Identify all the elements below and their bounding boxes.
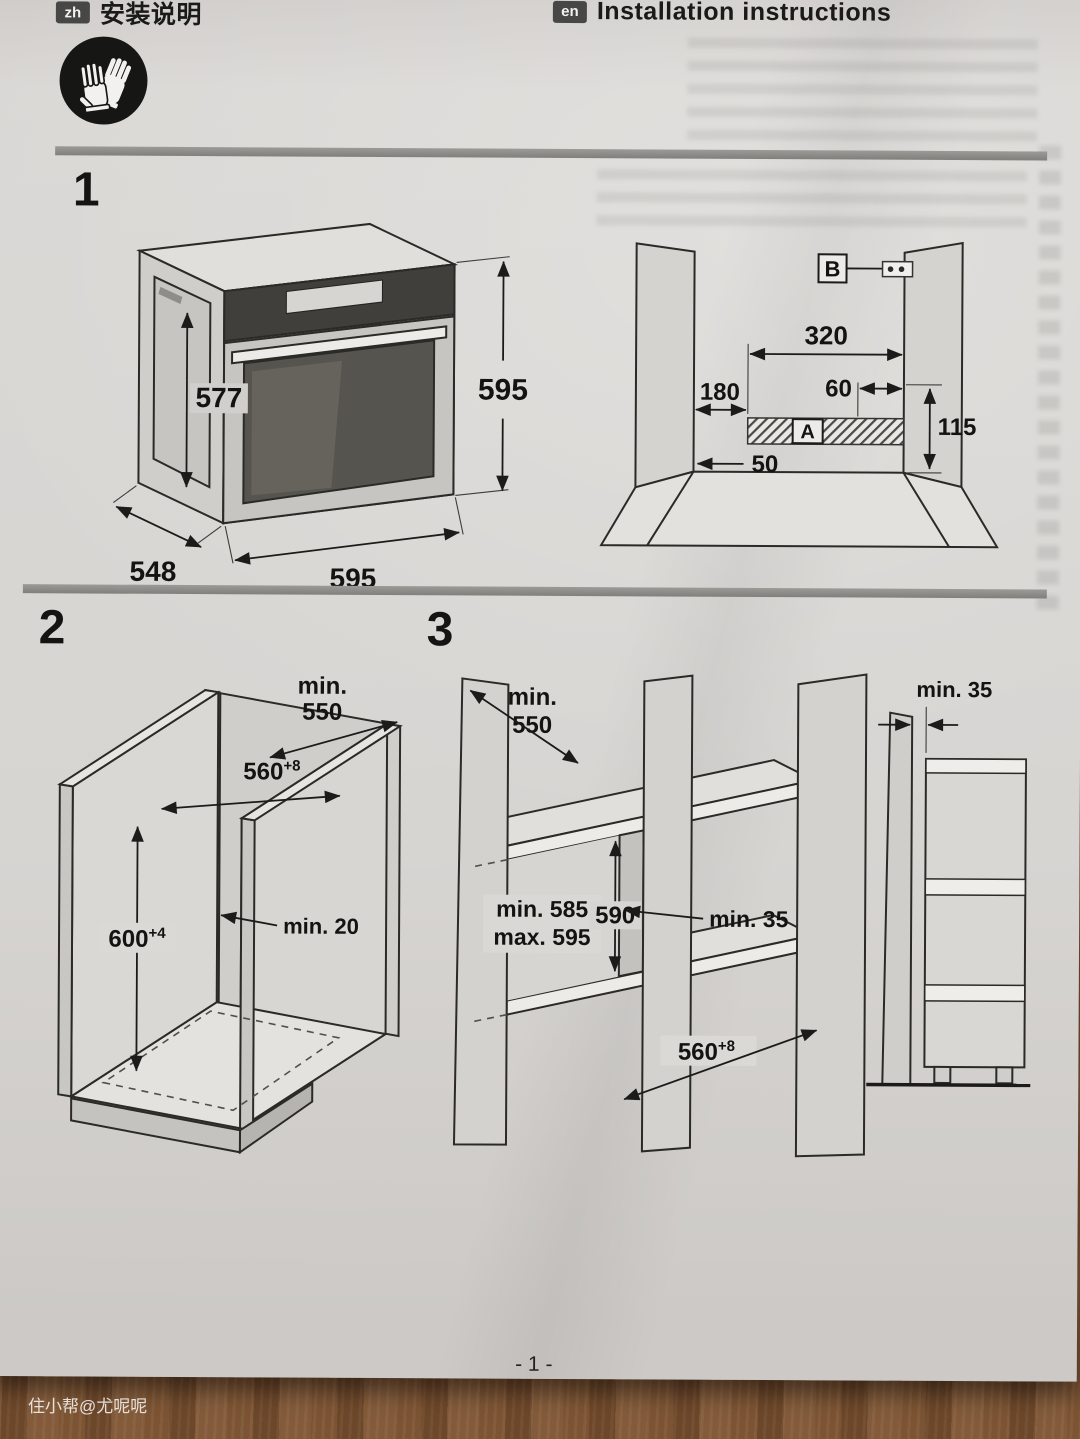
watermark: 住小帮@尤呢呢 <box>28 1397 148 1416</box>
protective-gloves-icon <box>59 36 148 125</box>
dim-niche-180: 180 <box>700 379 740 406</box>
dim-niche-590: 590 <box>595 902 635 929</box>
dim-cabinet-depth-value: 550 <box>302 699 342 726</box>
dim-cabinet-height: 600+4 <box>108 925 166 953</box>
niche-clearance-diagram: A B 320 60 180 115 50 <box>599 241 999 549</box>
dim-tall-depth-word: min. <box>508 684 557 711</box>
dim-rear-gap: min. 35 <box>709 906 789 932</box>
en-title: Installation instructions <box>596 0 892 27</box>
zh-title: 安装说明 <box>99 0 202 30</box>
dim-back-gap: min. 20 <box>283 914 359 939</box>
header-en: en Installation instructions <box>552 0 892 28</box>
en-language-badge: en <box>552 0 587 23</box>
step-3-number: 3 <box>426 603 454 657</box>
clearance-area <box>746 417 905 446</box>
page-number: - 1 - <box>515 1352 553 1376</box>
dim-niche-320: 320 <box>804 320 848 350</box>
dim-oven-height: 595 <box>478 374 528 407</box>
dim-niche-height-max: max. 595 <box>493 924 591 951</box>
base-cabinet-diagram: min. 550 560+8 600+4 min. 20 <box>57 673 403 1155</box>
dim-niche-50: 50 <box>751 451 778 478</box>
wall-gap-side-view: min. 35 <box>866 677 1031 1088</box>
dim-niche-60: 60 <box>825 375 852 402</box>
dim-tall-depth-value: 550 <box>512 712 552 739</box>
dim-niche-height-min: min. 585 <box>496 896 588 922</box>
dim-oven-depth: 548 <box>130 556 177 587</box>
dim-cabinet-depth-word: min. <box>298 673 347 700</box>
header-zh: zh 安装说明 <box>55 0 202 31</box>
bleedthrough-text <box>687 37 1038 148</box>
section-divider <box>55 146 1048 161</box>
dim-wall-gap: min. 35 <box>916 677 992 702</box>
manual-page: zh 安装说明 en Installation instructions 1 5… <box>0 0 1080 1382</box>
bleedthrough-text <box>596 169 1028 236</box>
section-divider <box>22 584 1047 599</box>
dim-oven-door-height: 577 <box>195 382 242 413</box>
bleedthrough-text <box>1036 145 1062 616</box>
oven-dimensions-diagram: 595 577 548 595 <box>112 222 528 594</box>
dim-niche-115: 115 <box>938 414 977 441</box>
mounting-bracket <box>881 260 914 278</box>
area-label-a: A <box>800 421 815 443</box>
zh-language-badge: zh <box>55 1 90 24</box>
step-2-number: 2 <box>38 601 66 655</box>
dim-cabinet-width: 560+8 <box>243 757 300 785</box>
bracket-label-b: B <box>825 256 841 281</box>
tall-cabinet-diagram: min. 550 min. 585 max. 595 590 min. 35 5… <box>452 673 868 1158</box>
